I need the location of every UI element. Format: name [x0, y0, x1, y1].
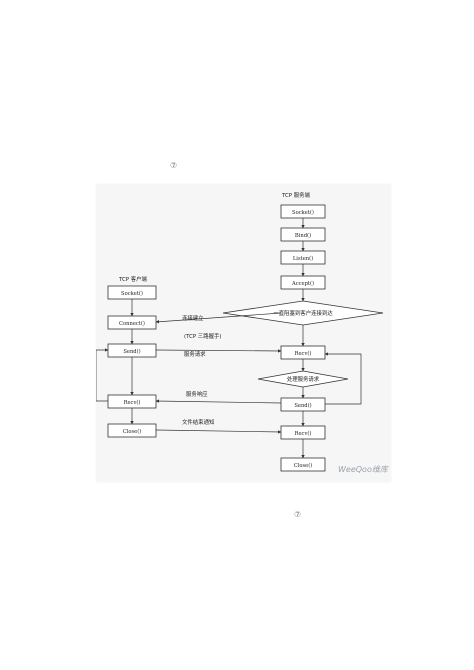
server-title: TCP 服务端: [281, 191, 310, 199]
arrow-service-request: [155, 349, 282, 353]
client-socket-node: Socket(): [107, 285, 157, 300]
client-title: TCP 客户端: [118, 275, 147, 283]
client-connect-node: Connect(): [107, 315, 157, 330]
flowchart-svg: TCP 服务端 TCP 客户端 Socket() Bind() Listen()…: [96, 191, 390, 474]
svg-text:Bind(): Bind(): [295, 232, 311, 239]
client-recv-node: Recv(): [107, 394, 157, 409]
svg-text:Accept(): Accept(): [291, 280, 314, 287]
server-bind-node: Bind(): [280, 227, 326, 242]
svg-text:Listen(): Listen(): [293, 255, 313, 262]
arrow-eof-notification: [155, 429, 282, 434]
server-accept-node: Accept(): [280, 275, 326, 290]
client-close-node: Close(): [107, 423, 157, 438]
svg-text:处理服务请求: 处理服务请求: [287, 375, 320, 383]
server-close-node: Close(): [280, 457, 326, 472]
label-three-way-handshake: (TCP 三路握手): [184, 332, 221, 340]
svg-text:一直阻塞到客户连接到达: 一直阻塞到客户连接到达: [273, 309, 333, 317]
figure-marker-bottom: ⑦: [294, 510, 302, 519]
server-recv2-node: Recv(): [280, 425, 326, 440]
server-recv-node: Recv(): [280, 345, 326, 360]
watermark-logo: WeeQoo维库: [338, 465, 390, 474]
svg-text:Socket(): Socket(): [292, 209, 314, 216]
server-send-node: Send(): [280, 397, 326, 412]
svg-text:Recv(): Recv(): [295, 350, 312, 357]
arrow-connection-established: [155, 312, 282, 324]
label-service-request: 服务请求: [184, 350, 206, 358]
svg-text:Send(): Send(): [123, 348, 140, 355]
label-connection-established: 连接建立: [182, 314, 204, 322]
client-loop-arrow: [96, 348, 109, 402]
label-eof-notification: 文件结束通知: [182, 418, 214, 426]
svg-text:Socket(): Socket(): [121, 290, 143, 297]
server-socket-node: Socket(): [280, 204, 326, 219]
figure-marker-top: ⑦: [170, 161, 178, 170]
client-send-node: Send(): [107, 343, 157, 358]
process-request-decision: 处理服务请求: [257, 370, 349, 388]
svg-text:Send(): Send(): [294, 402, 311, 409]
server-listen-node: Listen(): [280, 250, 326, 265]
block-until-connect-decision: 一直阻塞到客户连接到达: [222, 300, 384, 326]
svg-text:Close(): Close(): [294, 462, 313, 469]
svg-text:Connect(): Connect(): [119, 320, 145, 327]
svg-text:Recv(): Recv(): [295, 430, 312, 437]
svg-text:Close(): Close(): [123, 428, 142, 435]
svg-text:Recv(): Recv(): [124, 399, 141, 406]
tcp-flowchart-figure: TCP 服务端 TCP 客户端 Socket() Bind() Listen()…: [96, 184, 391, 482]
server-loop-arrow: [324, 352, 362, 405]
arrow-service-response: [155, 399, 282, 404]
label-service-response: 服务响应: [186, 390, 208, 398]
